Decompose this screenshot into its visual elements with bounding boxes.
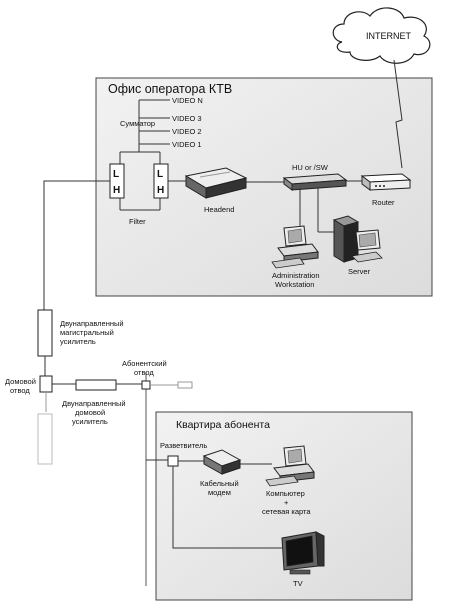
computer-line1: Компьютер (266, 489, 305, 498)
subscriber-tap-line2: отвод (134, 368, 154, 377)
trunk-amp-line1: Двунаправленный (60, 319, 124, 328)
subscriber-tap-line1: Абонентский (122, 359, 167, 368)
filter-letter-l1: L (113, 169, 119, 180)
video-1-label: VIDEO 1 (172, 140, 202, 149)
internet-cloud-icon (332, 7, 431, 64)
splitter (167, 455, 179, 467)
server-icon (332, 215, 383, 263)
video-n-label: VIDEO N (172, 96, 203, 105)
server-label: Server (348, 267, 371, 276)
house-tap-line1: Домовой (5, 377, 36, 386)
office-title: Офис оператора КТВ (108, 82, 232, 96)
router-icon (360, 173, 412, 191)
workstation-label-line1: Administration (272, 271, 320, 280)
tv-label: TV (293, 579, 303, 588)
filter-letter-h1: H (113, 185, 120, 196)
modem-line1: Кабельный (200, 479, 239, 488)
house-tap (39, 375, 53, 393)
headend-label: Headend (204, 205, 234, 214)
trunk-amplifier (37, 309, 53, 357)
office-trunk-cable (43, 180, 110, 310)
house-amp-line3: усилитель (72, 417, 108, 426)
filter-label: Filter (129, 217, 146, 226)
trunk-amp-line2: магистральный (60, 328, 114, 337)
computer-line2: + (284, 498, 289, 507)
house-amp-line1: Двунаправленный (62, 399, 126, 408)
headend-icon (184, 167, 248, 199)
downstream-amplifier (37, 413, 53, 465)
computer-line3: сетевая карта (262, 507, 311, 516)
splitter-tv-link (172, 466, 282, 549)
modem-line2: модем (208, 488, 231, 497)
filter-letter-l2: L (157, 169, 163, 180)
trunk-amp-line3: усилитель (60, 337, 96, 346)
combiner-label: Сумматор (120, 119, 155, 128)
workstation-label-line2: Workstation (275, 280, 314, 289)
computer-icon (265, 445, 315, 487)
filter-letter-h2: H (157, 185, 164, 196)
tv-icon (281, 531, 325, 575)
cable-modem-icon (202, 449, 242, 475)
internet-link (393, 59, 403, 169)
apartment-title: Квартира абонента (176, 419, 270, 431)
splitter-label: Разветвитель (160, 441, 207, 450)
subscriber-tap (141, 380, 151, 390)
house-amp-line2: домовой (75, 408, 105, 417)
house-amplifier (75, 379, 117, 391)
hub-label: HU or /SW (292, 163, 329, 172)
tap-stub-end (177, 381, 193, 389)
video-3-label: VIDEO 3 (172, 114, 202, 123)
workstation-icon (271, 225, 319, 269)
internet-label: INTERNET (366, 31, 412, 41)
router-label: Router (372, 198, 395, 207)
video-2-label: VIDEO 2 (172, 127, 202, 136)
house-tap-line2: отвод (10, 386, 30, 395)
